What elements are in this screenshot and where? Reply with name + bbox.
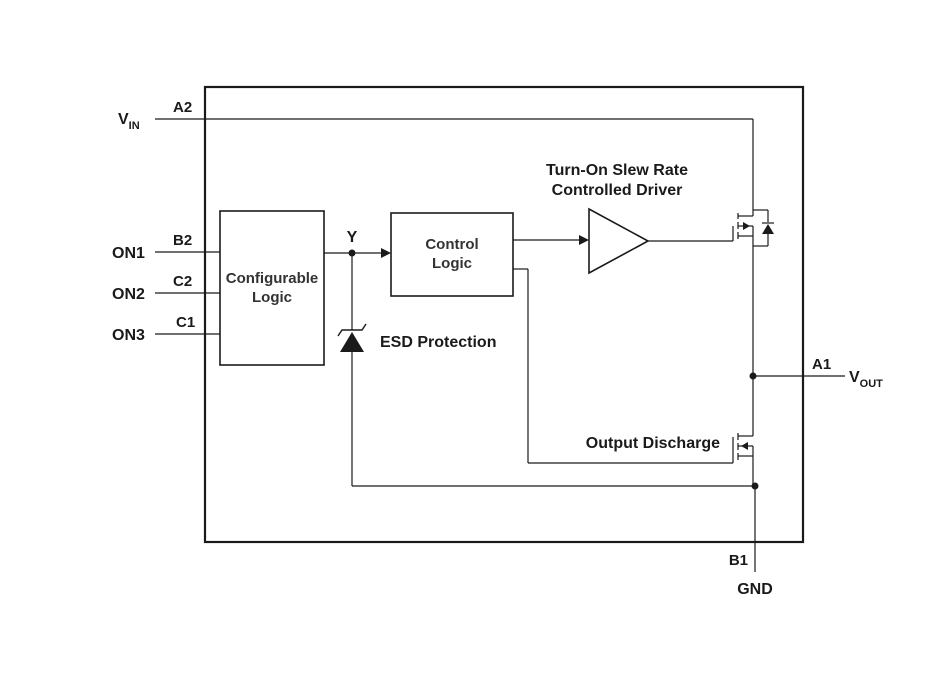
node-y-label: Y	[347, 229, 358, 246]
gnd-pin-name: GND	[737, 581, 773, 598]
driver-label-1: Turn-On Slew Rate	[546, 162, 688, 179]
driver-label-2: Controlled Driver	[552, 182, 683, 199]
control-logic-label-1: Control	[425, 236, 478, 253]
on1-pin-number: B2	[173, 232, 192, 249]
vout-pin-number: A1	[812, 356, 831, 373]
on1-pin-name: ON1	[112, 245, 145, 262]
configurable-logic-block	[219, 210, 325, 366]
configurable-logic-label-2: Logic	[252, 289, 292, 306]
on2-pin-number: C2	[173, 273, 192, 290]
control-logic-block	[390, 212, 514, 297]
slew-rate-driver	[588, 207, 650, 275]
discharge-label: Output Discharge	[586, 435, 720, 452]
driver-arrowhead	[579, 235, 589, 245]
package-boundary	[203, 85, 805, 544]
configurable-logic-label-1: Configurable	[226, 270, 319, 287]
gnd-pin-number: B1	[729, 552, 748, 569]
vout-pin-name: VOUT	[849, 369, 883, 390]
on2-pin-name: ON2	[112, 286, 145, 303]
esd-zener-bar	[337, 323, 367, 337]
main-pass-mosfet	[732, 209, 774, 247]
y-arrowhead	[381, 248, 391, 258]
vin-pin-number: A2	[173, 99, 192, 116]
vin-pin-name: VIN	[118, 111, 140, 132]
on3-pin-name: ON3	[112, 327, 145, 344]
discharge-mosfet	[528, 432, 754, 486]
esd-diode-triangle	[340, 332, 364, 352]
control-logic-label-2: Logic	[432, 255, 472, 272]
esd-label: ESD Protection	[380, 334, 496, 351]
on3-pin-number: C1	[176, 314, 195, 331]
